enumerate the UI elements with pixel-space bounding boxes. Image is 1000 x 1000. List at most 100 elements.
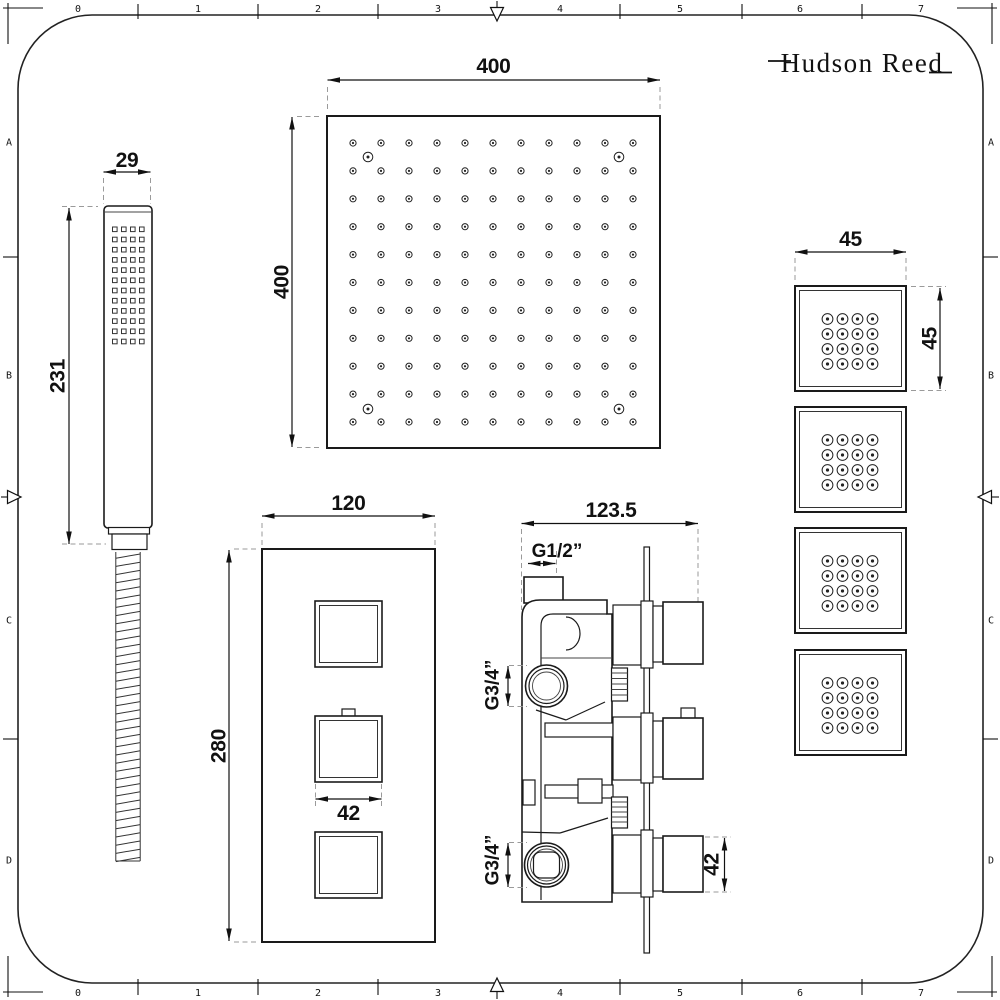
valve-knob-top [612,600,704,669]
nozzle-dot [603,281,607,284]
jet-nozzle-dot [825,589,830,593]
ruler-col-label: 1 [195,4,201,15]
nozzle-dot [491,253,495,256]
nozzle-dot [491,225,495,228]
hose-rib [115,569,141,576]
body-jet [794,406,907,513]
nozzle-dot [519,225,523,228]
nozzle-dot [435,197,439,200]
dim-jet-height: 45 [918,327,941,350]
nozzle-dot [463,281,467,284]
nozzle-dot [407,337,411,340]
nozzle-dot [631,393,635,396]
nozzle-dot [519,420,523,424]
spray-hole [121,297,127,304]
jet-nozzle-dot [870,317,875,321]
screw-dot [617,407,621,411]
nozzle-dot [379,281,383,284]
nozzle-dot [351,169,355,172]
nozzle-dot [463,365,467,368]
spray-hole [112,287,118,294]
body-jet-inner [799,532,902,629]
hose-rib [115,783,141,789]
jet-nozzle-dot [870,711,875,715]
hose-rib [115,561,141,567]
jet-nozzle-dot [840,453,845,457]
dim-valve-knob: 42 [700,853,723,876]
nozzle-dot [519,281,523,284]
spray-hole [121,308,127,314]
nozzle-dot [603,253,607,256]
hose-rib [115,725,141,731]
nozzle-dot [407,225,411,228]
spray-hole [121,267,127,273]
spray-hole [112,246,118,253]
nozzle-dot [575,393,579,396]
hose-rib [115,578,141,584]
nozzle-dot [463,197,467,200]
jet-nozzle-dot [855,696,860,700]
spray-hole [112,308,118,314]
nozzle-dot [463,169,467,172]
nozzle-dot [463,337,467,340]
nozzle-dot [435,169,439,172]
nozzle-dot [435,420,439,424]
jet-nozzle-dot [825,574,830,578]
corner-registration-marks [3,3,997,997]
nozzle-dot [519,393,523,396]
hose-rib [115,651,141,658]
hand-shower-body [103,205,153,529]
spray-hole [112,318,118,324]
nozzle-dot [603,197,607,200]
dim-hand-height: 231 [46,358,69,393]
valve-knob-middle [612,707,704,784]
ruler-col-label: 7 [918,988,924,999]
dim-plate-knob: 42 [337,802,360,825]
nozzle-dot [379,225,383,228]
nozzle-dot [603,141,607,145]
body-jet [794,527,907,634]
nozzle-dot [575,281,579,284]
nozzle-dot [603,393,607,396]
nozzle-dot [631,197,635,200]
spray-hole [121,328,127,335]
ruler-row-label: C [6,616,12,627]
jet-nozzle-dot [855,604,860,608]
jet-nozzle-dot [825,483,830,487]
hose-rib [115,676,141,682]
plate-knob-top [314,600,383,668]
hand-shower-collar [107,526,151,535]
hose-rib [115,709,141,715]
nozzle-dot [603,337,607,340]
nozzle-dot [435,281,439,284]
jet-nozzle-dot [855,438,860,442]
spray-hole [139,318,145,324]
body-jet-tiles [794,285,907,756]
spray-hole [139,287,145,294]
hose-rib [115,758,141,764]
nozzle-dot [435,309,439,312]
jet-nozzle-dot [840,559,845,563]
hose-rib [115,848,141,854]
body-jet [794,285,907,392]
spray-hole [139,297,145,304]
ruler-col-label: 1 [195,988,201,999]
control-plate-figure: 120 280 42 [207,492,436,943]
ruler-col-label: 0 [75,4,81,15]
ruler-col-label: 0 [75,988,81,999]
nozzle-dot [631,309,635,312]
ruler-col-label: 7 [918,4,924,15]
hose-rib [115,774,141,781]
spray-hole [139,267,145,273]
nozzle-dot [631,337,635,340]
nozzle-dot [491,141,495,145]
jet-nozzle-dot [840,711,845,715]
jet-nozzle-dot [870,453,875,457]
spray-hole [139,277,145,284]
nozzle-dot [379,420,383,424]
spray-hole [130,297,136,304]
jet-nozzle-dot [840,726,845,730]
hose-rib [115,602,141,608]
nozzle-dot [491,420,495,424]
shower-head-nozzles [349,139,637,426]
